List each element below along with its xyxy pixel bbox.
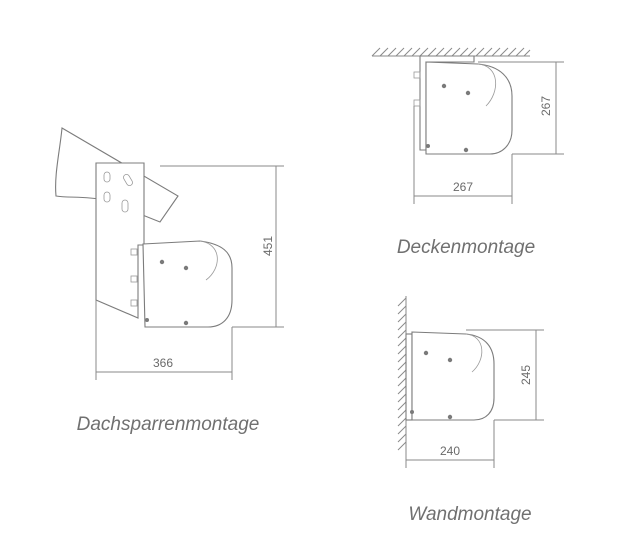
bracket-slots	[103, 171, 133, 213]
wall-hatching	[397, 297, 407, 451]
rafter-height-dimension: 451	[160, 165, 284, 328]
wall-heater-body	[411, 331, 495, 421]
ceiling-height-label: 267	[539, 96, 553, 116]
wall-height-label: 245	[519, 365, 533, 385]
wall-mount-drawing: 245 240 Wandmontage	[397, 296, 544, 525]
rafter-mount-drawing: 451 366 Dachsparrenmontage	[55, 127, 284, 435]
bracket-bolts	[130, 248, 138, 307]
rafter-height-label: 451	[261, 236, 275, 256]
rafter-bracket-plate	[95, 162, 145, 319]
ceiling-heater-body	[425, 61, 513, 155]
rafter-width-label: 366	[153, 356, 173, 370]
ceiling-mount-drawing: 267 267 Deckenmontage	[371, 47, 564, 258]
ceiling-height-dimension: 267	[478, 61, 564, 155]
rafter-heater-body	[142, 240, 233, 328]
rafter-caption: Dachsparrenmontage	[77, 414, 260, 435]
ceiling-width-dimension: 267	[413, 106, 513, 204]
wall-bracket	[405, 333, 413, 421]
wall-height-dimension: 245	[466, 329, 544, 421]
wall-width-dimension: 240	[405, 420, 495, 468]
wall-caption: Wandmontage	[408, 504, 531, 525]
ceiling-hatching	[371, 47, 531, 57]
rafter-width-dimension: 366	[95, 300, 233, 380]
ceiling-width-label: 267	[453, 180, 473, 194]
ceiling-caption: Deckenmontage	[397, 237, 535, 258]
wall-width-label: 240	[440, 444, 460, 458]
